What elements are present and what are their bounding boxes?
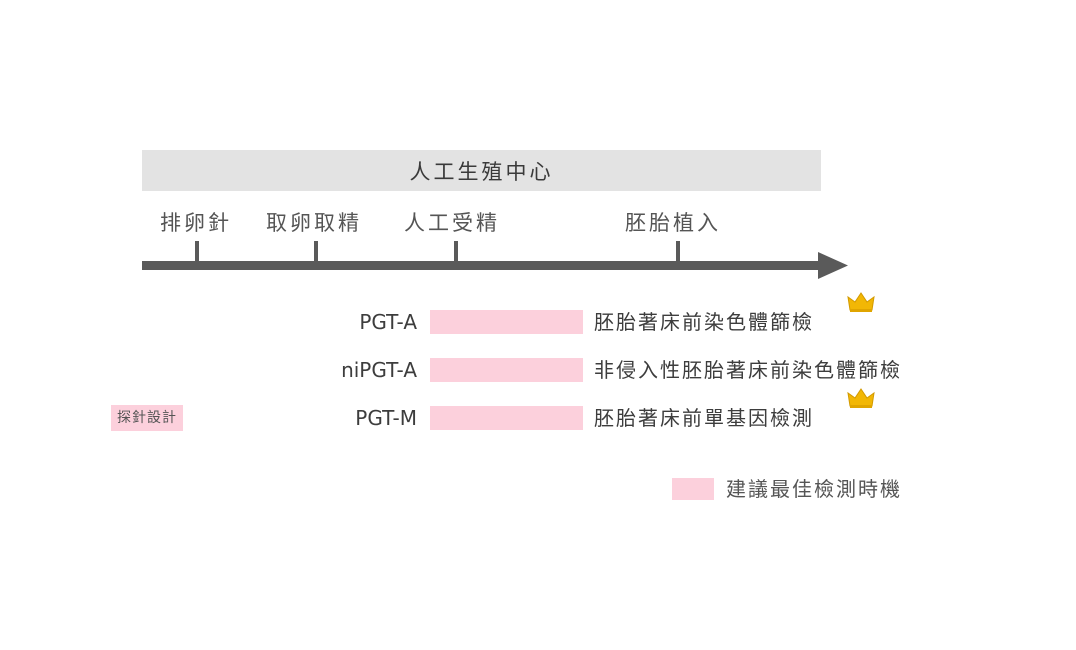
timeline-tick-fertilization — [454, 241, 458, 263]
timeline-tick-ovulation — [195, 241, 199, 263]
row-desc-pgt-a: 胚胎著床前染色體篩檢 — [594, 310, 814, 334]
timeline-tick-transfer — [676, 241, 680, 263]
row-label-pgt-a: PGT-A — [359, 310, 417, 334]
row-bar-pgt-m — [430, 406, 583, 430]
legend-swatch — [672, 478, 714, 500]
header-title: 人工生殖中心 — [409, 159, 554, 184]
stage-label-fertilization: 人工受精 — [404, 211, 500, 235]
legend-label: 建議最佳檢測時機 — [726, 477, 902, 501]
timeline-line — [142, 261, 822, 270]
stage-label-transfer: 胚胎植入 — [625, 211, 721, 235]
row-bar-pgt-a — [430, 310, 583, 334]
row-label-pgt-m: PGT-M — [355, 406, 417, 430]
probe-design-tag: 探針設計 — [111, 405, 183, 431]
stage-label-ovulation: 排卵針 — [160, 211, 232, 235]
row-bar-nipgt-a — [430, 358, 583, 382]
row-desc-nipgt-a: 非侵入性胚胎著床前染色體篩檢 — [594, 358, 902, 382]
row-label-nipgt-a: niPGT-A — [341, 358, 417, 382]
timeline-tick-retrieval — [314, 241, 318, 263]
header-band: 人工生殖中心 — [142, 150, 821, 191]
crown-icon — [847, 388, 875, 408]
timeline-arrowhead — [818, 252, 848, 279]
row-desc-pgt-m: 胚胎著床前單基因檢測 — [594, 406, 814, 430]
stage-label-retrieval: 取卵取精 — [266, 211, 362, 235]
crown-icon — [847, 292, 875, 312]
